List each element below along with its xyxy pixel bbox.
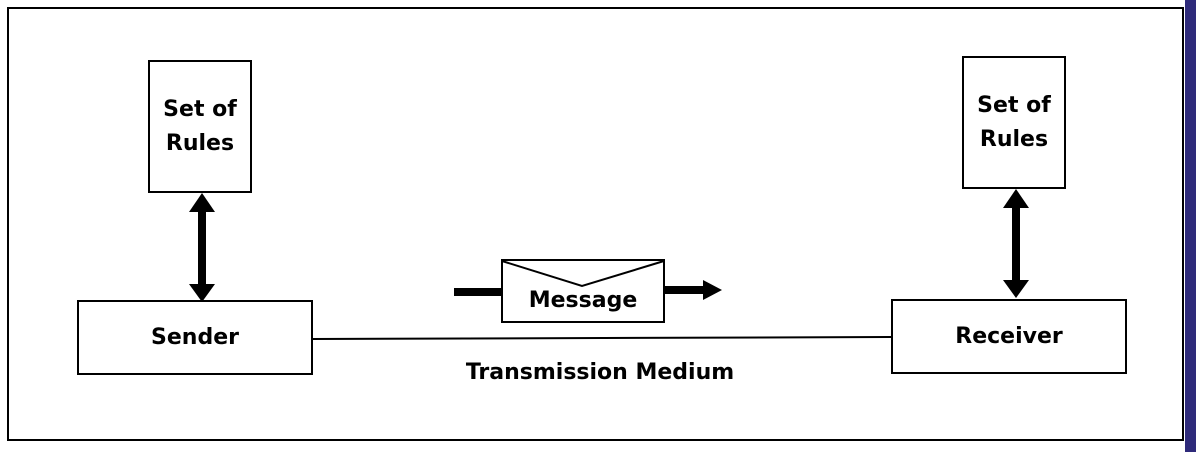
sender-rules-line2: Rules (165, 130, 235, 156)
sender-box: Sender (77, 300, 313, 375)
receiver-rules-line1: Set of (977, 92, 1051, 118)
message-label: Message (528, 288, 638, 313)
receiver-box: Receiver (891, 299, 1127, 374)
receiver-rules-box: Set of Rules (962, 56, 1066, 189)
side-strip (1185, 0, 1196, 452)
sender-label: Sender (151, 325, 239, 350)
receiver-label: Receiver (955, 324, 1063, 349)
transmission-medium-label: Transmission Medium (465, 360, 735, 385)
receiver-rules-line2: Rules (979, 126, 1049, 152)
message-flow-arrow (454, 280, 722, 300)
sender-rules-box: Set of Rules (148, 60, 252, 193)
envelope-icon (501, 259, 665, 323)
transmission-medium-line (311, 336, 894, 340)
sender-rules-line1: Set of (163, 96, 237, 122)
receiver-rules-double-arrow (1003, 189, 1029, 298)
sender-rules-double-arrow (189, 193, 215, 302)
